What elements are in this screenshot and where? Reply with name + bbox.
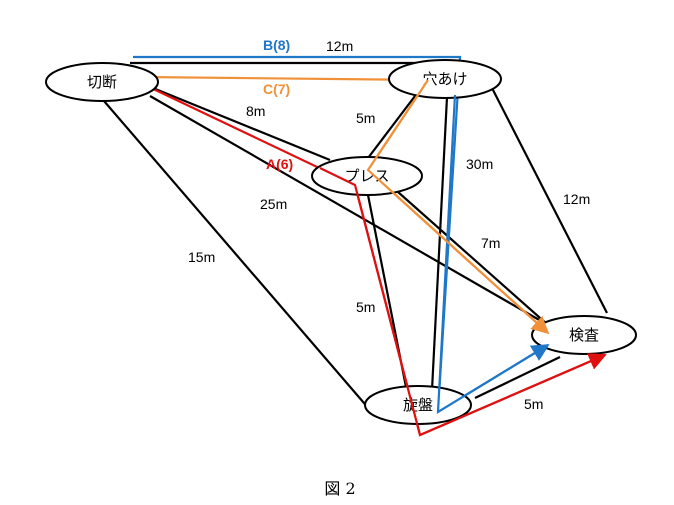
node-drill-label: 穴あけ [422, 70, 467, 88]
node-cut[interactable]: 切断 [45, 62, 159, 102]
route-a-path [146, 85, 607, 437]
route-c-path [142, 75, 550, 335]
route-a [146, 85, 607, 437]
edge-drill-lathe [430, 96, 449, 391]
edge-press-inspect [397, 191, 549, 326]
route-c-label: C(7) [263, 81, 290, 97]
route-c-overlay [366, 79, 550, 335]
route-a-overlay [319, 167, 607, 437]
edge-drill-press [364, 95, 416, 163]
distance-lathe-inspect: 5m [524, 396, 543, 412]
distance-drill-inspect: 12m [563, 191, 590, 207]
node-drill[interactable]: 穴あけ [388, 59, 502, 99]
edge-cut-press [147, 84, 331, 162]
node-cut-label: 切断 [87, 73, 117, 91]
edges [103, 61, 608, 411]
distance-press-lathe: 5m [356, 299, 375, 315]
route-a-label: A(6) [266, 156, 293, 172]
edge-cut-inspect [149, 95, 549, 326]
node-lathe-label: 旋盤 [403, 396, 433, 414]
distance-drill-lathe: 30m [466, 156, 493, 172]
distance-cut-press: 8m [246, 103, 265, 119]
edge-cut-lathe [103, 100, 371, 411]
figure-caption: 図 2 [324, 479, 355, 498]
distance-cut-inspect: 25m [260, 196, 287, 212]
distance-cut-drill: 12m [326, 38, 353, 54]
distance-cut-lathe: 15m [188, 249, 215, 265]
edge-lathe-inspect [474, 356, 561, 399]
node-lathe[interactable]: 旋盤 [364, 385, 472, 425]
edge-drill-inspect [491, 87, 608, 314]
node-inspect[interactable]: 検査 [531, 315, 637, 355]
route-b-label: B(8) [263, 37, 290, 53]
node-press[interactable]: プレス [311, 156, 423, 196]
node-inspect-label: 検査 [569, 326, 599, 344]
distance-drill-press: 5m [356, 110, 375, 126]
route-b-overlay [436, 94, 550, 415]
distance-press-inspect: 7m [481, 235, 500, 251]
route-c [142, 75, 550, 335]
